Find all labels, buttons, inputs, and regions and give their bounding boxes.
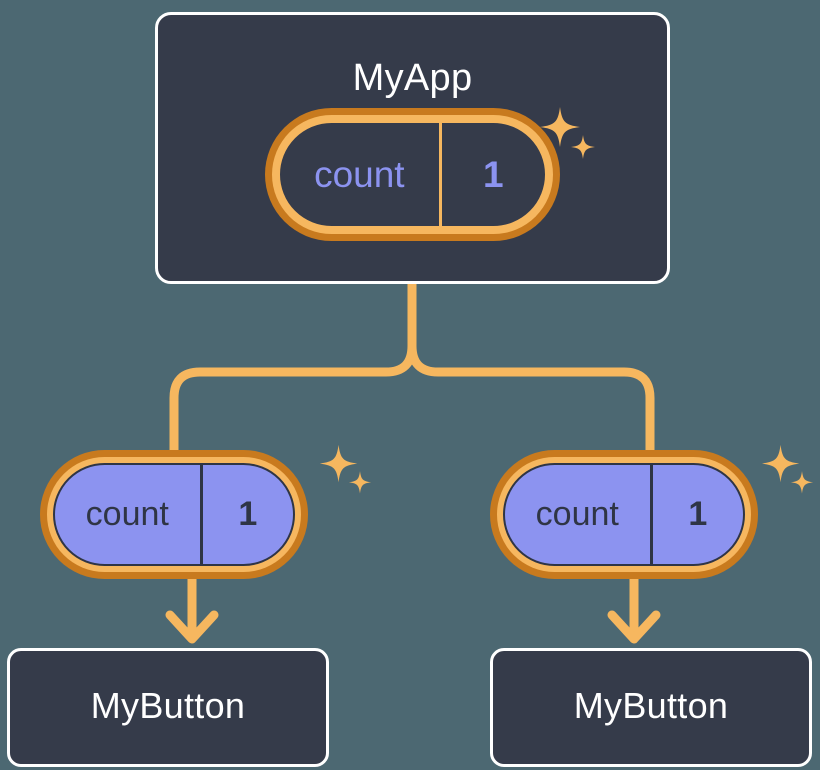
state-value: 1: [238, 495, 258, 533]
node-title-mybutton: MyButton: [90, 685, 246, 726]
node-title-myapp: MyApp: [352, 57, 473, 99]
state-value: 1: [688, 495, 708, 533]
arrow-head-left: [165, 610, 219, 644]
state-pill-body: count 1: [278, 121, 547, 228]
state-pill-ring-inner: count 1: [272, 115, 553, 234]
state-pill-ring-inner: count 1: [497, 457, 751, 572]
connector-to-right-child: [407, 341, 655, 457]
state-pill-myapp[interactable]: count 1: [265, 108, 560, 241]
connector-to-left-child: [169, 341, 417, 457]
state-pill-body: count 1: [503, 463, 745, 566]
state-key: count: [280, 123, 442, 226]
state-pill-child-left[interactable]: count 1: [40, 450, 308, 579]
state-key: count: [55, 465, 203, 564]
state-pill-child-right[interactable]: count 1: [490, 450, 758, 579]
sparkle-icon: [761, 444, 814, 494]
node-card-mybutton-left[interactable]: MyButton: [7, 648, 329, 767]
state-pill-body: count 1: [53, 463, 295, 566]
state-key: count: [505, 465, 653, 564]
state-pill-ring-inner: count 1: [47, 457, 301, 572]
state-value: 1: [483, 153, 504, 195]
arrow-head-right: [607, 610, 661, 644]
node-title-mybutton: MyButton: [573, 685, 729, 726]
sparkle-icon: [319, 444, 372, 494]
node-card-mybutton-right[interactable]: MyButton: [490, 648, 812, 767]
